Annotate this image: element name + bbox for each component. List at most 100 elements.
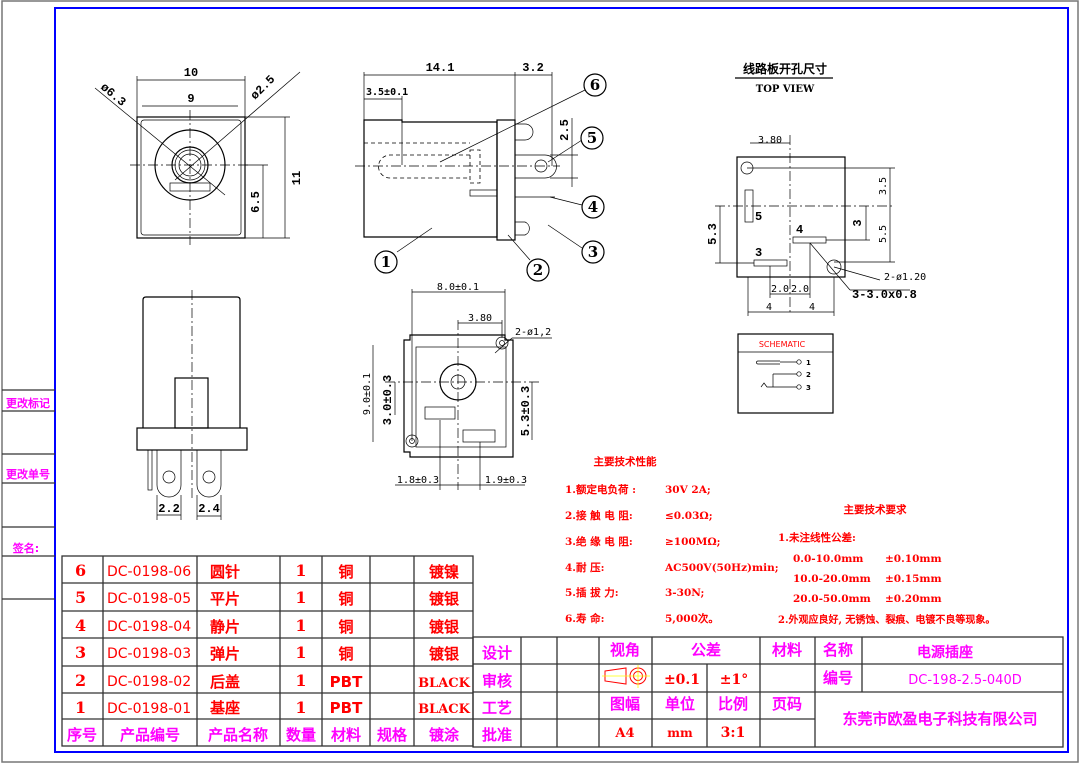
svg-text:5.插 拔 力:: 5.插 拔 力: <box>565 586 619 599</box>
svg-text:5: 5 <box>587 129 597 147</box>
dim-dia-pin: ø2.5 <box>248 73 278 103</box>
name-label: 名称 <box>823 641 853 659</box>
pin-label-3: 3 <box>755 246 762 260</box>
dim-width: 8.0±0.1 <box>437 282 479 293</box>
svg-text:产品名称: 产品名称 <box>208 726 268 744</box>
svg-text:DC-0198-05: DC-0198-05 <box>107 591 191 607</box>
svg-text:材料: 材料 <box>331 726 361 744</box>
pcb-layout-title: 线路板开孔尺寸 <box>743 61 827 76</box>
svg-text:基座: 基座 <box>209 699 240 717</box>
svg-text:镀镍: 镀镍 <box>429 563 459 581</box>
third-angle-projection-icon <box>602 665 650 688</box>
svg-text:铜: 铜 <box>338 645 353 663</box>
svg-text:圆针: 圆针 <box>210 563 240 581</box>
schematic-pin-1: 1 <box>806 359 811 367</box>
svg-text:1: 1 <box>295 698 306 717</box>
svg-text:1: 1 <box>295 671 306 690</box>
dim-center-height: 6.5 <box>249 191 263 213</box>
unit-label: 单位 <box>665 695 695 713</box>
bom-row: 1 DC-0198-01 基座 1 PBT BLACK <box>75 698 471 717</box>
dim-x2: 1.9±0.3 <box>485 475 527 486</box>
angle-tolerance: ±1° <box>720 672 748 688</box>
balloon-3: 3 <box>581 240 605 264</box>
linear-tolerance: ±0.1 <box>664 672 700 688</box>
svg-text:20.0-50.0mm: 20.0-50.0mm <box>793 593 871 605</box>
svg-text:1: 1 <box>381 253 391 271</box>
role-review: 审核 <box>482 672 512 690</box>
dim-top: 3.80 <box>758 135 782 146</box>
dim-r1: 3.5 <box>878 177 889 195</box>
bottom-view: 8.0±0.1 3.80 2-ø1,2 9.0±0.1 3.0±0.3 5.3±… <box>362 282 552 490</box>
unit-value: mm <box>667 726 693 740</box>
svg-text:铜: 铜 <box>338 590 353 608</box>
svg-text:DC-0198-01: DC-0198-01 <box>107 701 191 717</box>
performance-title: 主要技术性能 <box>594 455 657 468</box>
requirement-2: 2.外观应良好, 无锈蚀、裂痕、电镀不良等现象。 <box>778 613 995 626</box>
svg-text:6: 6 <box>590 76 600 94</box>
dim-r2: 5.5 <box>878 225 889 243</box>
svg-text:1.额定电负荷 :: 1.额定电负荷 : <box>565 483 636 496</box>
balloon-6: 6 <box>583 73 607 97</box>
dim-left: 2.2 <box>158 502 180 516</box>
scale-value: 3:1 <box>721 725 746 741</box>
svg-text:2: 2 <box>533 261 543 279</box>
svg-text:4.耐 压:: 4.耐 压: <box>565 561 605 574</box>
svg-text:序号: 序号 <box>67 726 97 744</box>
svg-text:DC-0198-06: DC-0198-06 <box>107 564 191 580</box>
rear-view: 2.2 2.4 <box>136 290 248 520</box>
spec-item: 1.额定电负荷 :30V 2A; <box>565 483 711 496</box>
svg-text:数量: 数量 <box>286 726 316 744</box>
signature-label: 签名: <box>12 541 39 555</box>
bom-row: 3 DC-0198-03 弹片 1 铜 镀银 <box>75 643 460 663</box>
material-label: 材料 <box>772 641 802 659</box>
dim-right: 2.4 <box>198 502 220 516</box>
svg-text:铜: 铜 <box>338 618 353 636</box>
drawing-frame <box>54 7 1069 753</box>
dim-pin-pitch: 2.5 <box>558 119 572 141</box>
spec-item: 5.插 拔 力: 3-30N; <box>565 586 704 599</box>
technical-requirements: 主要技术要求 1.未注线性公差: 0.0-10.0mm±0.10mm 10.0-… <box>778 503 995 626</box>
dim-x1: 1.8±0.3 <box>397 475 439 486</box>
bom-row: 6 DC-0198-06 圆针 1 铜 镀镍 <box>75 561 459 581</box>
svg-text:5,000次。: 5,000次。 <box>665 612 719 625</box>
dim-dia-outer: ø6.3 <box>97 80 128 109</box>
dim-left: 5.3 <box>706 223 720 245</box>
performance-specs: 主要技术性能 1.额定电负荷 :30V 2A; 2.接 触 电 阻:≤0.03Ω… <box>565 455 779 625</box>
svg-text:±0.10mm: ±0.10mm <box>885 553 942 565</box>
sheet-size-value: A4 <box>614 726 634 741</box>
svg-text:镀涂: 镀涂 <box>429 726 460 744</box>
requirements-title: 主要技术要求 <box>844 503 907 516</box>
svg-text:BLACK: BLACK <box>418 676 471 691</box>
bom-header: 序号 产品编号 产品名称 数量 材料 规格 镀涂 <box>67 726 460 744</box>
sheet-size-label: 图幅 <box>610 695 640 713</box>
schematic-pin-2: 2 <box>806 371 811 379</box>
pin-label-5: 5 <box>755 210 762 224</box>
spec-item: 6.寿 命:5,000次。 <box>565 612 719 625</box>
role-approve: 批准 <box>482 726 512 744</box>
svg-text:镀银: 镀银 <box>429 618 460 636</box>
side-view: 14.1 3.2 3.5±0.1 2.5 1 2 3 4 5 6 <box>355 61 607 282</box>
name-value: 电源插座 <box>917 644 973 661</box>
svg-text:AC500V(50Hz)min;: AC500V(50Hz)min; <box>664 562 779 574</box>
balloon-5: 5 <box>580 126 604 150</box>
svg-text:1: 1 <box>295 588 306 607</box>
dim-y1: 3.0±0.3 <box>381 375 395 425</box>
change-number-label: 更改单号 <box>6 467 50 481</box>
dim-w1: 4 <box>766 302 772 313</box>
svg-text:6: 6 <box>75 561 86 580</box>
svg-text:铜: 铜 <box>338 563 353 581</box>
tolerance-row: 20.0-50.0mm±0.20mm <box>793 593 942 605</box>
schematic-box: SCHEMATIC 1 2 3 <box>737 333 834 414</box>
dim-width-inner: 9 <box>187 92 194 106</box>
tolerance-row: 10.0-20.0mm±0.15mm <box>793 573 942 585</box>
svg-text:3-30N;: 3-30N; <box>665 587 704 599</box>
dim-length: 14.1 <box>426 61 455 75</box>
svg-text:PBT: PBT <box>330 699 363 717</box>
company-name: 东莞市欧盈电子科技有限公司 <box>842 710 1037 728</box>
dim-hole: 2-ø1,2 <box>515 327 551 338</box>
change-mark-label: 更改标记 <box>6 396 50 410</box>
svg-text:规格: 规格 <box>377 726 408 744</box>
tolerance-label: 公差 <box>691 641 721 659</box>
